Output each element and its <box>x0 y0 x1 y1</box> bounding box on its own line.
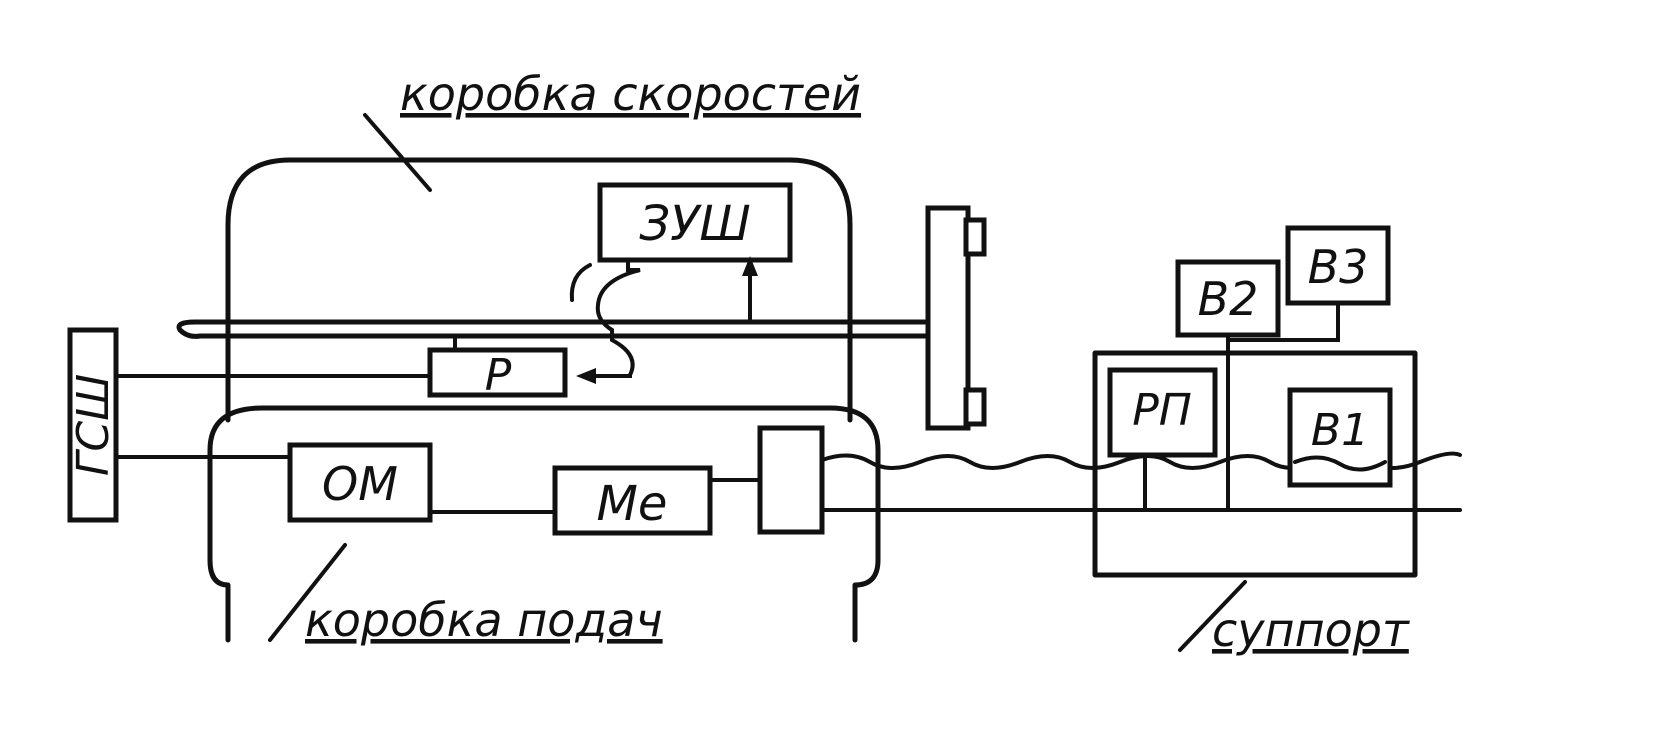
zush-feedback-arrowhead <box>742 256 758 276</box>
gsh-block <box>67 327 119 523</box>
v2-block <box>1175 259 1281 338</box>
r-label: Р <box>485 350 512 401</box>
rp-label: РП <box>1132 385 1192 436</box>
chuck-jaw-bottom <box>963 387 987 427</box>
speed-box-outline <box>225 157 853 423</box>
v1-screw-detail <box>1293 455 1387 472</box>
r-block <box>427 347 568 398</box>
feed-box-outline <box>207 405 881 643</box>
chuck-jaw-top <box>963 217 987 257</box>
zush-to-r-line <box>595 258 641 377</box>
feed-box-leader <box>268 543 347 642</box>
r-input-arrowhead <box>576 368 596 384</box>
output-gear-block <box>757 425 825 535</box>
v3-label: В3 <box>1308 240 1369 294</box>
me-label: Ме <box>597 476 668 532</box>
r-input-line <box>588 373 632 378</box>
feed-box-caption: коробка подач <box>305 593 663 647</box>
speed-box-leader <box>363 113 432 192</box>
zush-side-line <box>569 263 592 302</box>
speed-box-caption: коробка скоростей <box>400 67 861 121</box>
v1-block <box>1287 387 1393 488</box>
rp-block <box>1107 367 1218 458</box>
v2-label: В2 <box>1198 272 1259 326</box>
zush-label: ЗУШ <box>639 196 750 252</box>
zush-block <box>597 182 793 263</box>
me-block <box>552 465 713 536</box>
om-block <box>287 442 433 523</box>
carriage-caption: суппорт <box>1212 603 1410 657</box>
gsh-label: ГСШ <box>68 374 119 476</box>
v1-label: В1 <box>1311 405 1369 456</box>
carriage-leader <box>1178 580 1247 652</box>
chuck-plate <box>925 205 971 431</box>
v3-link-line <box>1226 301 1340 342</box>
spindle-shaft <box>176 319 928 339</box>
carriage-outline <box>1092 350 1418 578</box>
om-label: ОМ <box>322 457 398 511</box>
